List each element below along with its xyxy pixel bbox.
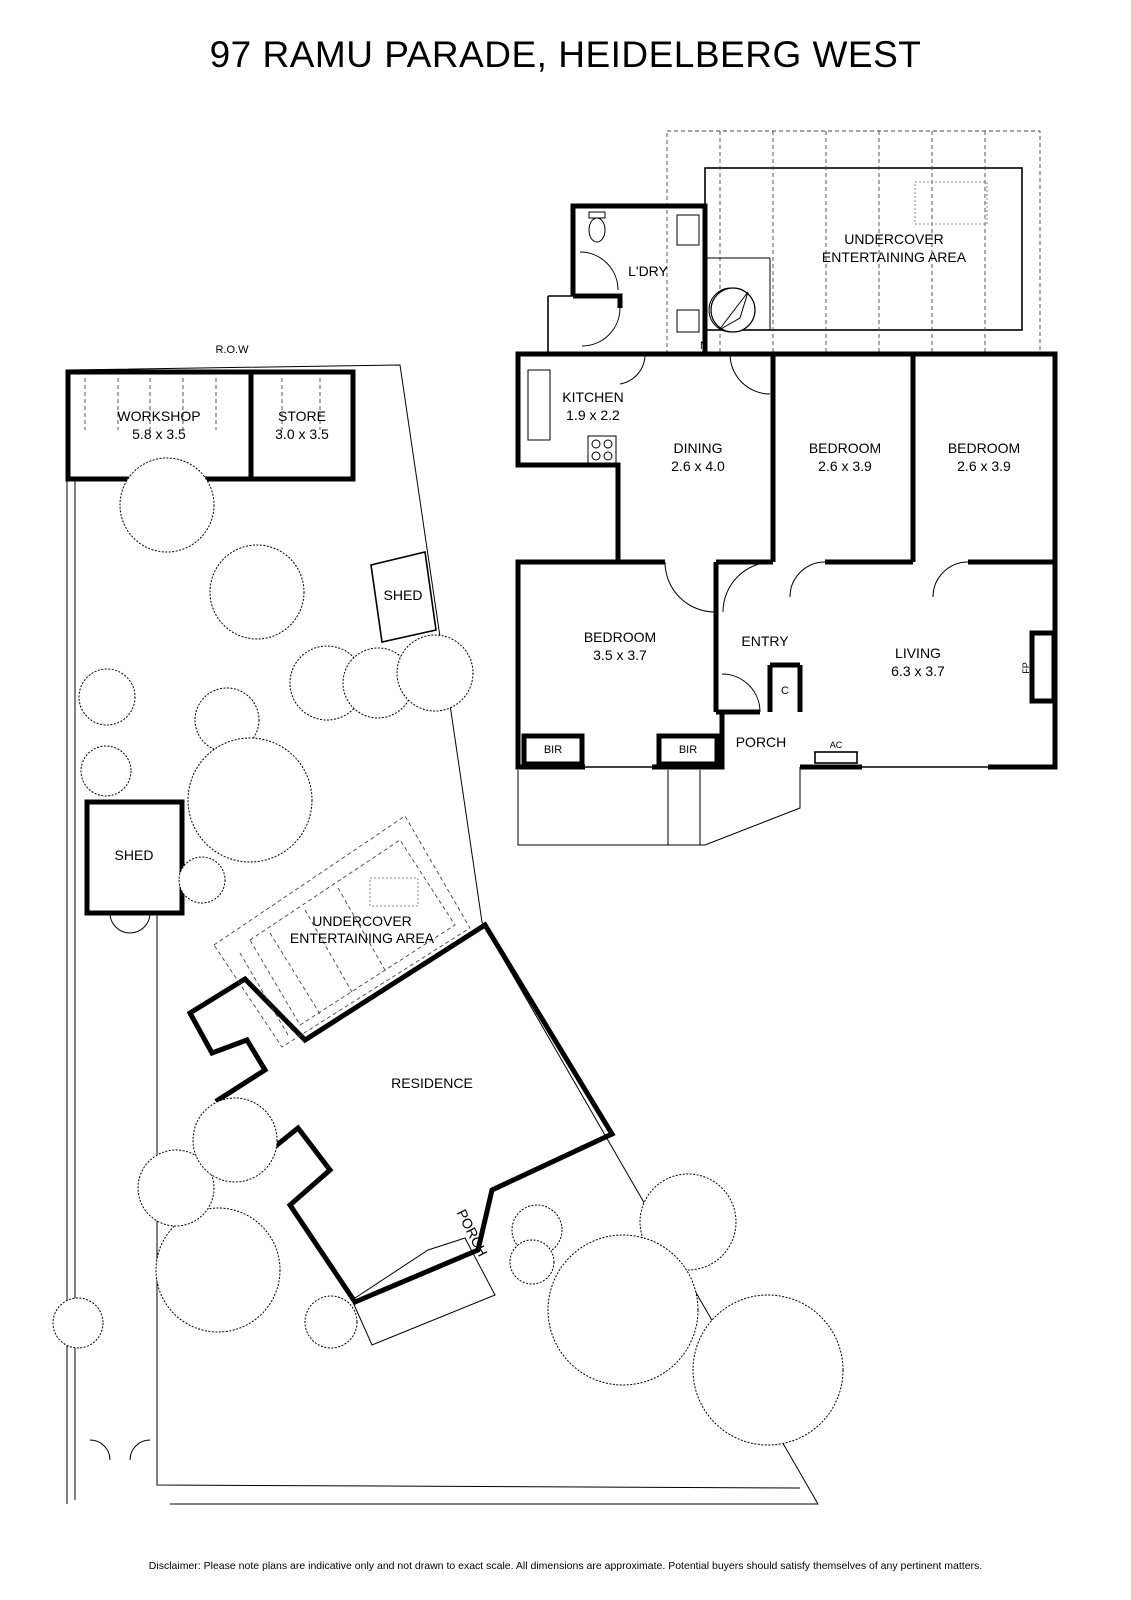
- ac-label: AC: [830, 740, 843, 750]
- shed-building-right: [370, 551, 437, 643]
- store-building: [248, 369, 356, 482]
- bedroom-1-label: BEDROOM: [584, 629, 656, 645]
- row-label: R.O.W: [216, 344, 250, 356]
- bedroom-1-dims: 3.5 x 3.7: [593, 647, 647, 663]
- site-trees: [52, 457, 844, 1446]
- workshop-dims: 5.8 x 3.5: [132, 426, 186, 442]
- brick-icon: [914, 181, 988, 225]
- porch-label: PORCH: [736, 734, 787, 750]
- site-inner-path: [156, 911, 801, 1489]
- shed-building-left: [84, 799, 185, 916]
- bedroom-3-label: BEDROOM: [948, 440, 1020, 456]
- workshop-label: WORKSHOP: [117, 408, 200, 424]
- page-title: 97 RAMU PARADE, HEIDELBERG WEST: [209, 34, 922, 75]
- store-label: STORE: [278, 408, 326, 424]
- residence-label: RESIDENCE: [391, 1075, 473, 1091]
- bir-2-label: BIR: [679, 744, 697, 756]
- bedroom-3-dims: 2.6 x 3.9: [957, 458, 1011, 474]
- fireplace-label: FP: [1021, 662, 1031, 674]
- living-dims: 6.3 x 3.7: [891, 663, 945, 679]
- site-plan: [52, 364, 844, 1505]
- dining-label: DINING: [674, 440, 723, 456]
- shed-label-right: SHED: [384, 587, 423, 603]
- laundry-label: L'DRY: [628, 263, 668, 279]
- workshop-roof-lines: [84, 378, 217, 430]
- living-label: LIVING: [895, 645, 941, 661]
- north-compass-icon: [710, 287, 756, 333]
- site-entertaining-line2: ENTERTAINING AREA: [290, 930, 435, 946]
- entry-label: ENTRY: [741, 633, 789, 649]
- store-dims: 3.0 x 3.5: [275, 426, 329, 442]
- site-entertaining-line1: UNDERCOVER: [312, 913, 412, 929]
- bir-1-label: BIR: [544, 744, 562, 756]
- disclaimer-text: Disclaimer: Please note plans are indica…: [148, 1560, 983, 1572]
- brick-icon-site: [369, 877, 419, 907]
- bedroom-2-label: BEDROOM: [809, 440, 881, 456]
- house-entertaining-line2: ENTERTAINING AREA: [822, 249, 967, 265]
- residence-building: [186, 921, 616, 1306]
- kitchen-label: KITCHEN: [562, 389, 623, 405]
- house-entertaining-line1: UNDERCOVER: [844, 231, 944, 247]
- cupboard-label: C: [781, 685, 789, 697]
- kitchen-dims: 1.9 x 2.2: [566, 407, 620, 423]
- bedroom-2-dims: 2.6 x 3.9: [818, 458, 872, 474]
- dining-dims: 2.6 x 4.0: [671, 458, 725, 474]
- house-plan: [515, 130, 1058, 846]
- compass-north-label: N: [700, 340, 708, 352]
- shed-label-left: SHED: [115, 847, 154, 863]
